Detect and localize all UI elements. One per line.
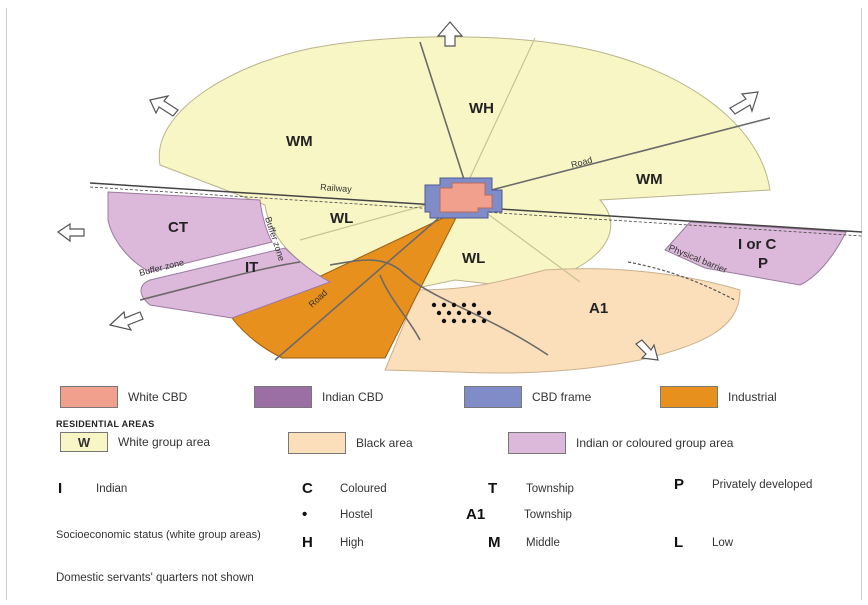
legend-item-white-cbd: White CBD — [60, 386, 187, 408]
apartheid-city-map: WH WM WM WL WL CT IT I or C P A1 Railway… — [56, 21, 863, 374]
black-area — [384, 268, 741, 374]
growth-arrows — [56, 21, 759, 361]
white-cbd — [439, 182, 493, 213]
legend-item-indian-cbd: Indian CBD — [254, 386, 383, 408]
code-letter: A1 — [466, 506, 486, 523]
legend-item-white-group: W White group area — [60, 432, 228, 452]
legend-label: White group area — [118, 434, 211, 449]
arrow-down-right-icon — [635, 339, 659, 361]
zone-label-a1: A1 — [589, 300, 608, 317]
code-township: T Township — [488, 480, 574, 497]
arrow-up-right-icon — [729, 91, 759, 115]
status-high: H High — [302, 534, 364, 551]
arrow-up-icon — [436, 21, 464, 47]
code-letter: I — [58, 480, 63, 497]
code-desc: Privately developed — [712, 478, 813, 491]
status-low: L Low — [674, 534, 733, 551]
zone-label-wm-left: WM — [286, 133, 313, 150]
code-private: P Privately developed — [674, 476, 822, 493]
status-middle: M Middle — [488, 534, 560, 551]
arrow-down-left-icon — [108, 310, 144, 331]
cbd-frame-swatch — [464, 386, 522, 408]
legend-label: CBD frame — [532, 389, 592, 404]
legend-item-industrial: Industrial — [660, 386, 777, 408]
zone-label-ct: CT — [168, 219, 188, 236]
zone-label-wm-right: WM — [636, 171, 663, 188]
code-letter: M — [488, 534, 501, 551]
arrow-up-left-icon — [149, 95, 179, 117]
zone-label-p: P — [758, 255, 768, 272]
footnote: Domestic servants' quarters not shown — [56, 572, 254, 584]
code-desc: Township — [526, 482, 574, 495]
zone-label-it: IT — [245, 259, 258, 276]
indian-cbd-swatch — [254, 386, 312, 408]
code-letter: P — [674, 476, 685, 493]
hostel-dots — [431, 302, 492, 324]
legend-label: Black area — [356, 435, 413, 450]
code-desc: Middle — [526, 536, 560, 549]
footnote-text: Domestic servants' quarters not shown — [56, 572, 254, 584]
arrow-left-icon — [56, 222, 85, 243]
railway-label: Railway — [320, 182, 353, 194]
zone-label-ioc: I or C — [738, 236, 777, 253]
code-letter: L — [674, 534, 684, 551]
residential-areas-title: RESIDENTIAL AREAS — [56, 419, 155, 429]
status-title: Socioeconomic status (white group areas) — [56, 529, 266, 541]
code-desc: Low — [712, 536, 734, 549]
code-letter: • — [302, 506, 308, 523]
code-township-a1: A1 Township — [466, 506, 572, 523]
roads — [139, 41, 771, 361]
legend-item-cbd-frame: CBD frame — [464, 386, 591, 408]
status-title-text: Socioeconomic status (white group areas) — [56, 529, 261, 541]
legend-item-black-area: Black area — [288, 432, 413, 454]
legend-label: Indian CBD — [322, 389, 384, 404]
code-indian: I Indian — [58, 480, 127, 497]
industrial-area — [231, 208, 462, 359]
white-group-swatch: W — [60, 432, 108, 452]
coloured-township-area — [107, 191, 273, 273]
indian-coloured-swatch — [508, 432, 566, 454]
legend-label: Industrial — [728, 389, 777, 404]
indian-or-coloured-private-area — [664, 221, 847, 286]
zone-label-wh: WH — [469, 100, 494, 117]
code-desc: Township — [524, 508, 572, 521]
code-letter: H — [302, 534, 313, 551]
black-area-swatch — [288, 432, 346, 454]
zone-label-wl-right: WL — [462, 250, 485, 267]
zone-label-wl-left: WL — [330, 210, 353, 227]
code-letter: T — [488, 480, 498, 497]
industrial-swatch — [660, 386, 718, 408]
physical-barrier-line — [627, 261, 736, 301]
image-frame — [6, 8, 862, 600]
legend-item-indian-coloured: Indian or coloured group area — [508, 432, 766, 454]
code-desc: Coloured — [340, 482, 387, 495]
code-hostel: • Hostel — [302, 506, 373, 523]
code-letter: C — [302, 480, 313, 497]
code-coloured: C Coloured — [302, 480, 387, 497]
legend-label: Indian or coloured group area — [576, 435, 734, 450]
code-desc: Hostel — [340, 508, 373, 521]
code-desc: Indian — [96, 482, 128, 495]
code-desc: High — [340, 536, 364, 549]
white-cbd-swatch — [60, 386, 118, 408]
legend-label: White CBD — [128, 389, 188, 404]
